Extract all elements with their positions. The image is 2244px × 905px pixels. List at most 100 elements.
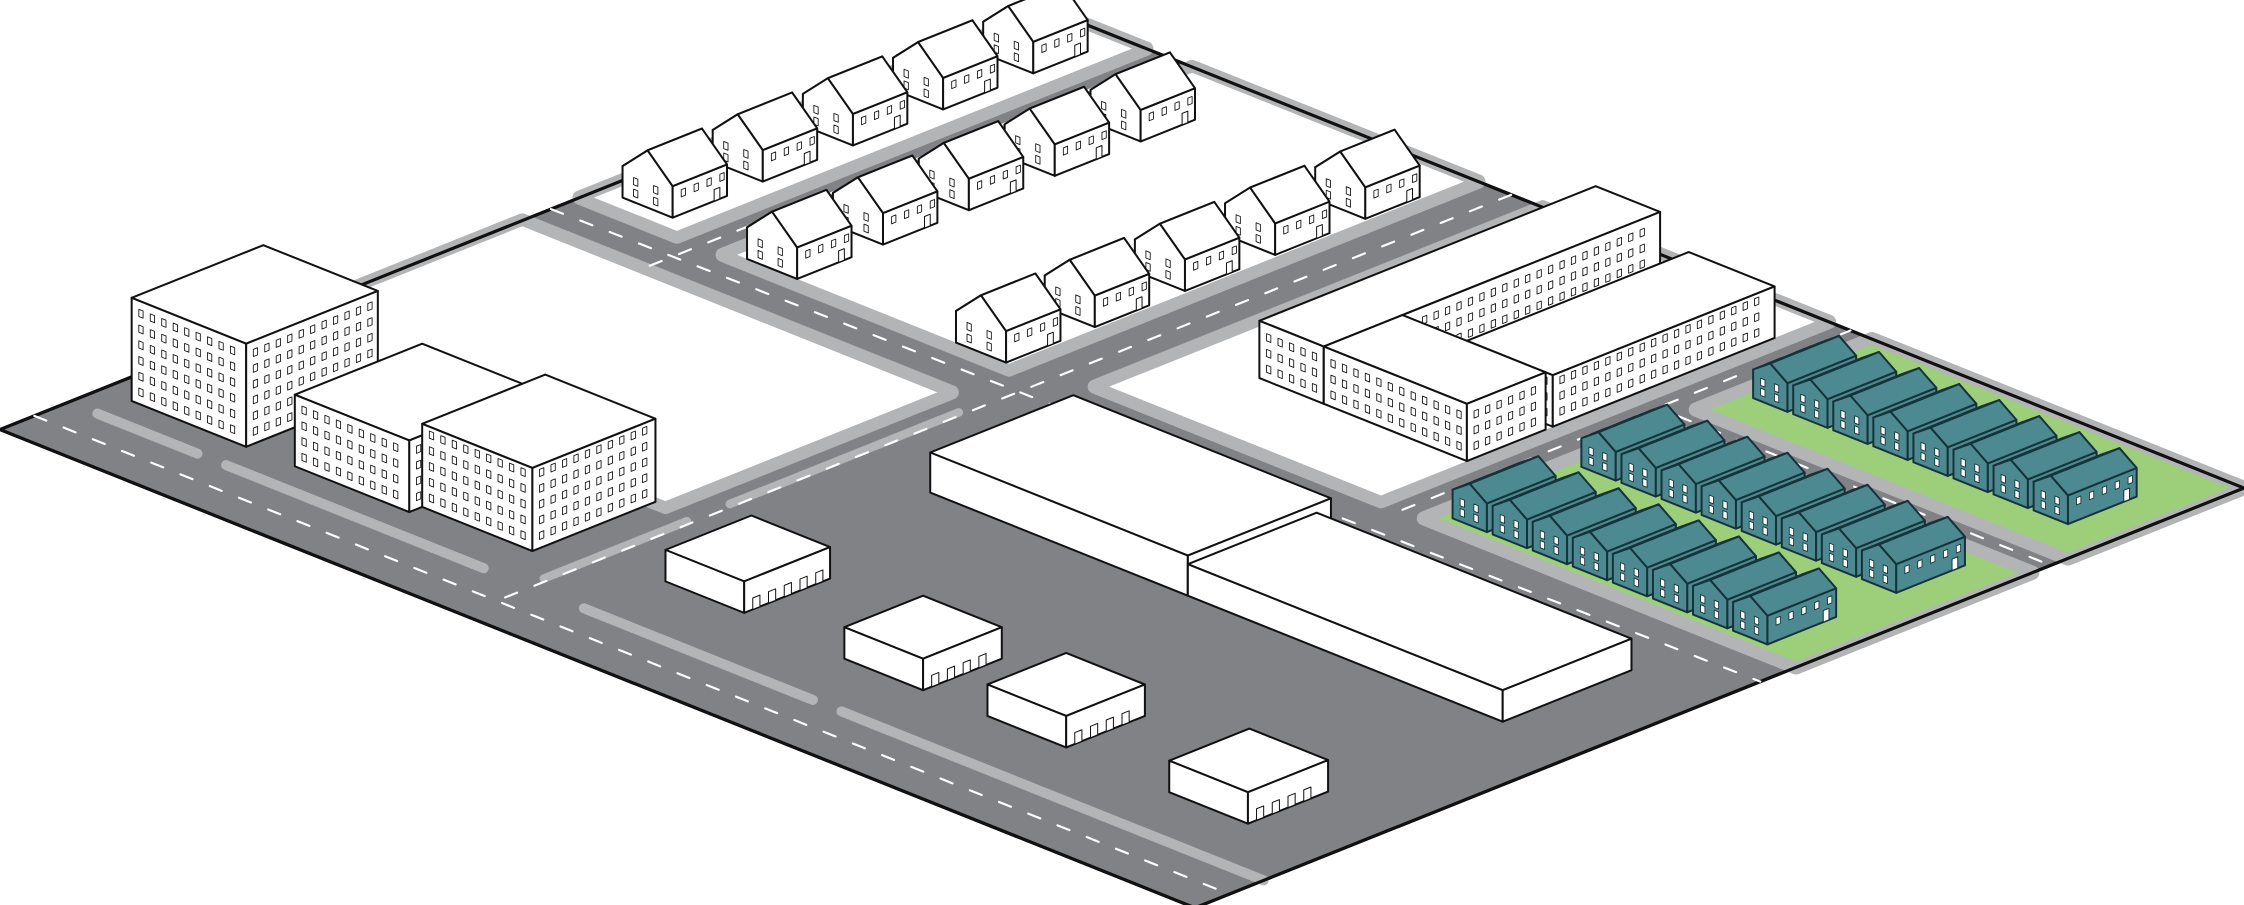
- window: [1519, 390, 1525, 401]
- window: [1473, 408, 1479, 419]
- window: [1605, 387, 1611, 398]
- window: [1840, 409, 1846, 420]
- window: [607, 439, 613, 450]
- window: [1530, 417, 1537, 428]
- window: [1639, 227, 1645, 238]
- window: [1760, 377, 1766, 388]
- window: [1616, 268, 1622, 279]
- loading-door: [815, 569, 824, 585]
- window: [149, 360, 155, 371]
- window: [1651, 337, 1657, 348]
- townhouse-roof-front: [1878, 515, 1966, 566]
- window: [229, 377, 236, 387]
- road-median: [578, 603, 818, 705]
- window: [344, 357, 350, 368]
- window: [1174, 101, 1180, 111]
- window: [195, 347, 201, 358]
- window: [1341, 363, 1348, 374]
- window: [1814, 399, 1820, 410]
- window: [1231, 245, 1237, 256]
- window: [1605, 371, 1611, 382]
- window: [172, 354, 178, 364]
- single-family-house-roof-front: [1114, 51, 1196, 111]
- window: [1088, 135, 1094, 146]
- window: [486, 453, 492, 464]
- window: [312, 426, 319, 436]
- townhouse-roof-front: [1468, 455, 1557, 505]
- door: [2123, 487, 2131, 503]
- small-warehouse-wall-right: [1246, 759, 1330, 825]
- window: [1880, 425, 1886, 436]
- window: [619, 482, 625, 493]
- window: [393, 489, 399, 500]
- window: [1075, 306, 1081, 316]
- window: [757, 238, 763, 249]
- window: [287, 380, 293, 391]
- window: [287, 396, 293, 407]
- window: [1456, 440, 1462, 451]
- window: [966, 333, 972, 344]
- window: [1943, 548, 1949, 559]
- window: [370, 480, 376, 491]
- window: [1582, 396, 1588, 407]
- window: [1553, 545, 1559, 556]
- window: [596, 507, 602, 518]
- window: [252, 378, 259, 389]
- window: [1289, 358, 1295, 368]
- window: [1507, 410, 1514, 421]
- window: [1536, 284, 1542, 295]
- window: [335, 419, 342, 430]
- window: [367, 317, 373, 327]
- window: [550, 509, 556, 520]
- window: [923, 76, 929, 87]
- window: [1579, 546, 1586, 556]
- townhouse-roof-front: [1677, 435, 1766, 486]
- window: [1570, 286, 1577, 297]
- window: [977, 180, 983, 190]
- window: [428, 462, 435, 472]
- window: [207, 367, 213, 378]
- window: [1041, 43, 1047, 53]
- window: [619, 466, 625, 477]
- window: [440, 498, 446, 508]
- window: [539, 514, 545, 525]
- window: [138, 387, 144, 398]
- townhouse-roof-front: [1548, 487, 1637, 537]
- window: [1713, 599, 1720, 610]
- window: [1266, 364, 1272, 375]
- window: [252, 394, 259, 405]
- window: [520, 467, 526, 477]
- window: [275, 369, 281, 380]
- window: [1602, 462, 1608, 472]
- window: [550, 494, 556, 504]
- window: [1513, 293, 1519, 304]
- window: [474, 448, 480, 459]
- loading-door: [752, 594, 761, 610]
- window: [993, 32, 999, 43]
- window: [813, 104, 819, 115]
- window: [474, 496, 480, 506]
- window: [1628, 362, 1634, 373]
- window: [1651, 353, 1657, 364]
- townhouse-roof-front: [1629, 519, 1717, 569]
- window: [1187, 95, 1193, 106]
- window: [2101, 485, 2108, 496]
- window: [301, 452, 307, 463]
- window: [1513, 519, 1519, 530]
- window: [440, 466, 446, 477]
- window: [843, 204, 849, 214]
- window: [509, 509, 515, 520]
- window: [1341, 379, 1348, 390]
- window: [1235, 214, 1241, 225]
- window: [1266, 348, 1272, 359]
- window: [1054, 38, 1060, 48]
- window: [1605, 273, 1611, 283]
- window: [630, 446, 636, 457]
- window: [1974, 463, 1980, 474]
- window: [509, 525, 515, 536]
- window: [497, 505, 503, 516]
- townhouse-roof-front: [1717, 451, 1806, 502]
- window: [873, 110, 880, 120]
- window: [1620, 562, 1626, 572]
- window: [1467, 328, 1474, 338]
